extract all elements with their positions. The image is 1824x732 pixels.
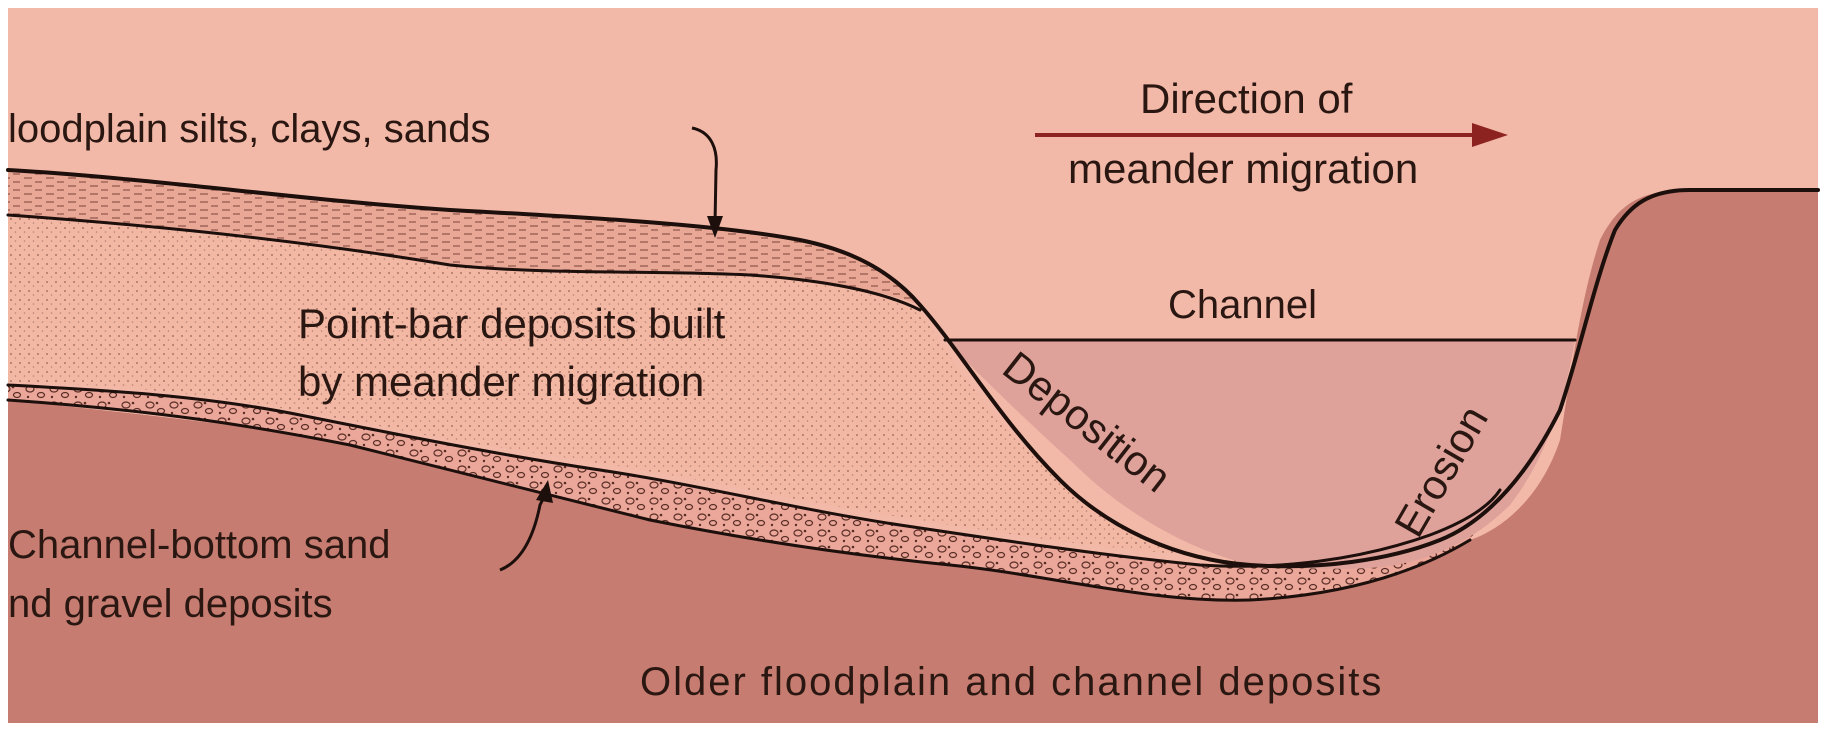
older-deposits-label: Older floodplain and channel deposits [640, 660, 1383, 704]
channel-label: Channel [1168, 283, 1317, 327]
direction-label-line2: meander migration [1068, 145, 1418, 192]
floodplain-label: loodplain silts, clays, sands [8, 107, 490, 151]
point-bar-label-line2: by meander migration [298, 358, 704, 405]
channel-bottom-label-line2: nd gravel deposits [8, 582, 333, 626]
channel-bottom-label-line1: Channel-bottom sand [8, 523, 390, 567]
point-bar-label-line1: Point-bar deposits built [298, 300, 726, 347]
direction-label-line1: Direction of [1140, 75, 1353, 122]
